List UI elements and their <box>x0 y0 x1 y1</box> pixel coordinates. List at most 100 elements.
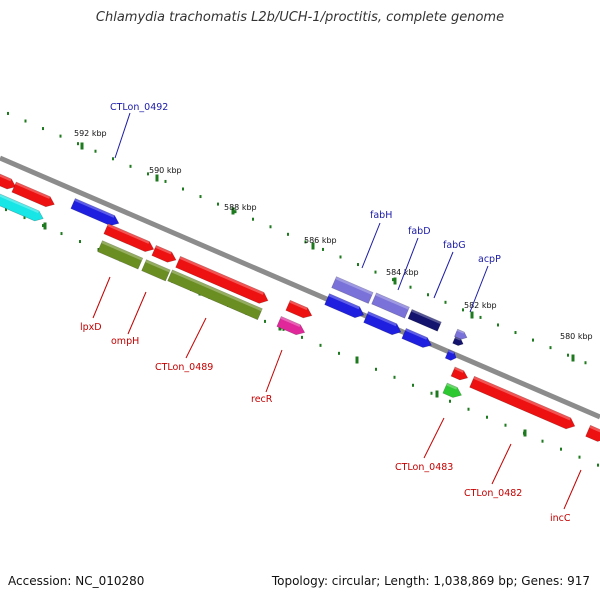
gene-body <box>363 311 402 336</box>
gene-highlight <box>171 269 263 312</box>
gene-red <box>11 181 55 208</box>
gene-highlight <box>74 198 115 218</box>
outer-tick-ring <box>7 111 587 365</box>
tick-dot <box>23 216 26 220</box>
callout-line <box>127 291 147 335</box>
tick-label: 584 kbp <box>386 268 419 277</box>
gene-red <box>285 299 313 319</box>
gene-blue <box>401 327 432 348</box>
gene-label-bottom: lpxD <box>80 322 102 333</box>
gene-body <box>167 269 263 321</box>
gene-pink <box>276 315 306 336</box>
gene-body <box>442 382 462 398</box>
gene-red <box>585 424 600 442</box>
gene-highlight <box>179 256 264 295</box>
gene-highlight <box>145 259 171 273</box>
tick-dot <box>264 319 266 323</box>
tick-dot <box>504 423 507 427</box>
gene-highlight <box>375 292 410 310</box>
tick-dot <box>449 399 451 403</box>
tick-dot <box>560 447 562 451</box>
gene-body <box>407 308 442 332</box>
tick-dot <box>497 323 499 327</box>
gene-lavender <box>371 292 410 319</box>
major-tick <box>311 242 315 250</box>
tick-dot <box>282 327 285 331</box>
tick-dot <box>409 285 412 289</box>
gene-body <box>103 223 155 252</box>
gene-highlight <box>15 181 51 199</box>
callout-line <box>491 443 512 485</box>
tick-dot <box>77 142 79 146</box>
gene-body <box>151 245 177 263</box>
gene-highlight <box>0 190 40 214</box>
callout-line <box>397 237 419 291</box>
gene-highlight <box>101 240 143 261</box>
tick-dot <box>322 247 324 251</box>
gene-label-bottom: CTLon_0482 <box>464 488 522 499</box>
major-tick <box>80 142 84 150</box>
gene-label-top: fabH <box>370 210 392 221</box>
gene-lavender <box>454 328 468 340</box>
tick-dot <box>252 217 254 221</box>
gene-body <box>175 255 269 304</box>
gene-label-bottom: CTLon_0489 <box>155 362 213 373</box>
tick-dot <box>164 179 167 183</box>
tick-dot <box>59 134 62 138</box>
callout-line <box>469 265 489 313</box>
major-tick <box>571 354 575 362</box>
gene-highlight <box>328 293 360 310</box>
map-title: Chlamydia trachomatis L2b/UCH-1/proctiti… <box>95 10 505 25</box>
tick-dot <box>549 346 552 350</box>
tick-dot <box>541 439 544 443</box>
tick-dot <box>199 195 202 199</box>
gene-body <box>0 190 44 222</box>
gene-red <box>469 375 576 430</box>
inner-tick-ring <box>5 208 599 467</box>
tick-dot <box>375 367 377 371</box>
gene-callouts: CTLon_0492fabHfabDfabGacpPlpxDompHCTLon_… <box>80 102 582 524</box>
gene-highlight <box>289 300 308 311</box>
gene-navy <box>407 308 442 332</box>
gene-highlight <box>589 425 600 433</box>
gene-body <box>371 292 410 319</box>
gene-highlight <box>446 383 458 390</box>
major-tick <box>43 222 47 230</box>
major-tick <box>231 207 235 215</box>
tick-dot <box>430 391 433 395</box>
gene-red <box>175 255 269 304</box>
tick-dot <box>578 455 581 459</box>
major-tick <box>470 311 474 319</box>
gene-highlight <box>280 316 301 327</box>
callout-line <box>361 222 381 269</box>
tick-dot <box>412 383 414 387</box>
gene-highlight <box>447 349 455 355</box>
gene-highlight <box>0 170 12 182</box>
gene-red <box>0 170 17 190</box>
callout-line <box>185 317 207 359</box>
tick-dot <box>338 351 340 355</box>
gene-navy <box>452 336 464 346</box>
gene-highlight <box>335 276 374 295</box>
gene-blue <box>70 198 120 226</box>
gene-label-top: fabG <box>443 240 466 251</box>
gene-body <box>141 259 171 282</box>
gene-highlight <box>456 329 465 334</box>
gene-blue <box>363 311 402 336</box>
gene-body <box>444 349 457 361</box>
gene-highlight <box>155 245 172 255</box>
gene-label-top: acpP <box>478 254 501 265</box>
tick-dot <box>357 263 359 267</box>
gene-body <box>324 293 365 319</box>
tick-dot <box>374 270 377 274</box>
tick-label: 582 kbp <box>464 301 497 310</box>
gene-body <box>585 424 600 442</box>
tick-dot <box>486 415 488 419</box>
tick-dot <box>304 240 307 244</box>
gene-body <box>454 328 468 340</box>
tick-dot <box>42 224 44 228</box>
tick-dot <box>94 149 97 153</box>
tick-dot <box>427 293 429 297</box>
